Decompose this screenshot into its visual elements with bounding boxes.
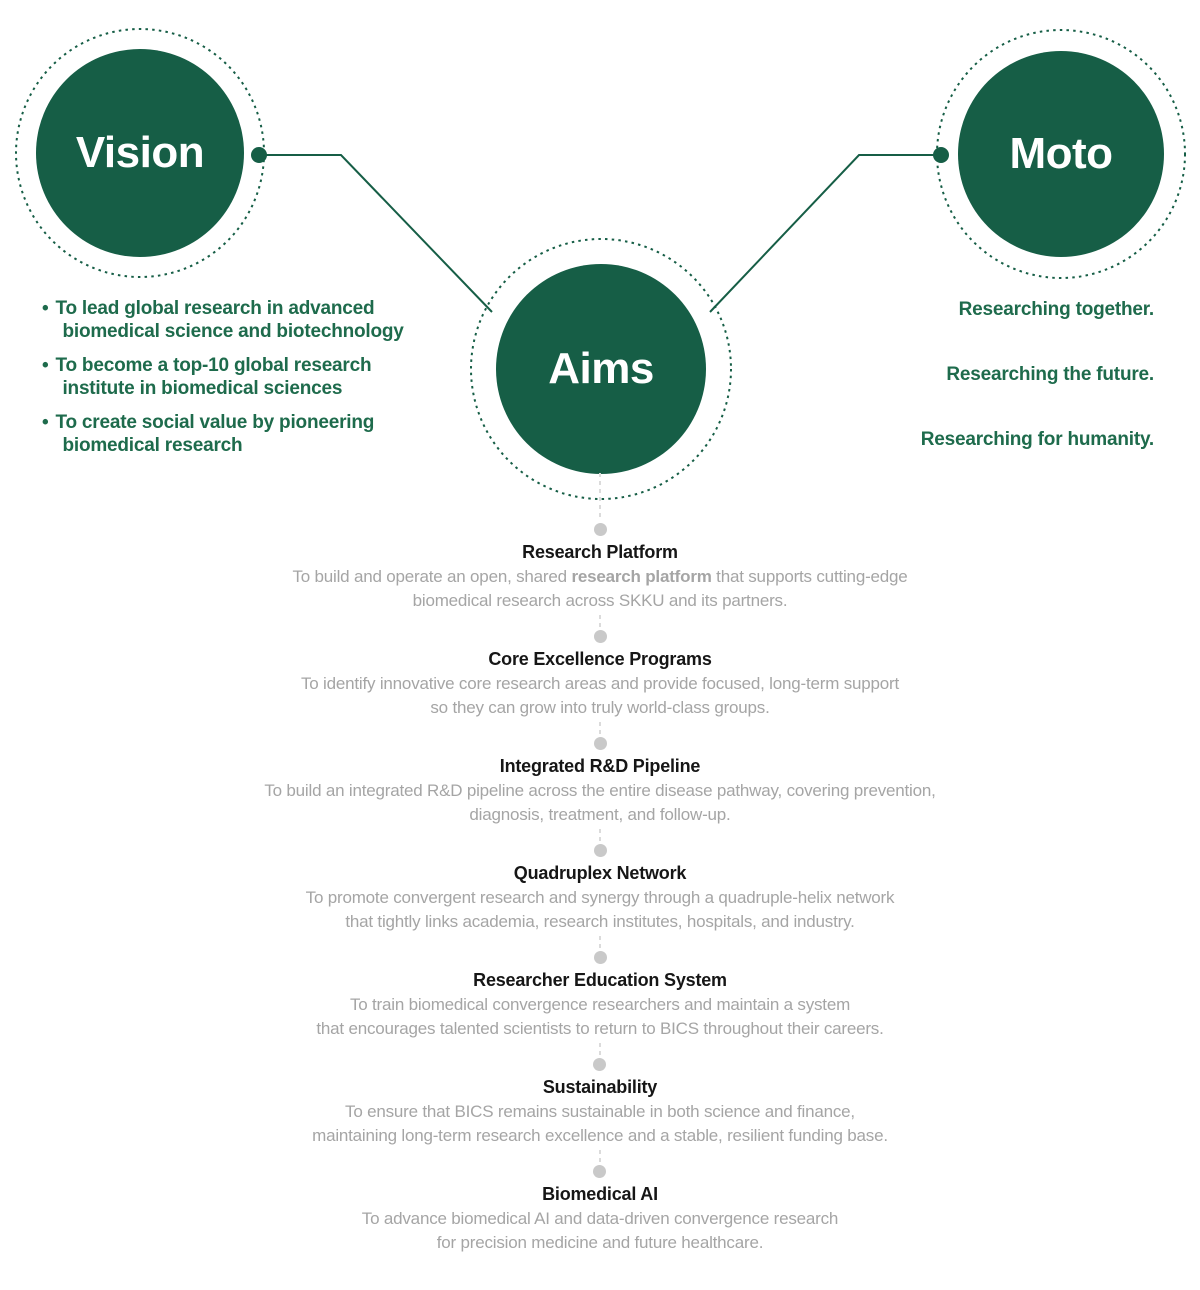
desc-segment: To build an integrated R&D pipeline acro… bbox=[264, 781, 936, 800]
section-description: To advance biomedical AI and data-driven… bbox=[361, 1207, 839, 1255]
desc-segment-bold: research platform bbox=[571, 567, 712, 586]
dashed-connector bbox=[599, 615, 601, 628]
desc-line2: diagnosis, treatment, and follow-up. bbox=[469, 805, 731, 824]
moto-connector-dot bbox=[933, 147, 949, 163]
section-title: Integrated R&D Pipeline bbox=[499, 756, 701, 776]
section-research-platform: Research Platform To build and operate a… bbox=[292, 473, 908, 613]
vision-label: Vision bbox=[75, 128, 205, 177]
dashed-connector bbox=[599, 829, 601, 842]
moto-line: Researching together. bbox=[958, 299, 1155, 320]
connector-dot bbox=[593, 844, 607, 857]
section-description: To build and operate an open, shared res… bbox=[292, 565, 907, 613]
moto-lines-list: Researching together. Researching the fu… bbox=[921, 299, 1154, 494]
desc-segment: To ensure that BICS remains sustainable … bbox=[345, 1102, 855, 1121]
bullet-icon: • bbox=[42, 412, 49, 433]
desc-line2: maintaining long-term research excellenc… bbox=[312, 1126, 888, 1145]
section-integrated-rd-pipeline: Integrated R&D Pipeline To build an inte… bbox=[264, 720, 936, 827]
section-description: To promote convergent research and syner… bbox=[306, 886, 895, 934]
desc-line2: biomedical research across SKKU and its … bbox=[412, 591, 788, 610]
moto-label: Moto bbox=[1009, 129, 1113, 178]
desc-segment: To identify innovative core research are… bbox=[300, 674, 900, 693]
vision-point-line2: biomedical science and biotechnology bbox=[62, 321, 404, 342]
vision-point-line2: biomedical research bbox=[62, 435, 243, 456]
bullet-icon: • bbox=[42, 298, 49, 319]
desc-segment: To promote convergent research and syner… bbox=[305, 888, 895, 907]
section-description: To ensure that BICS remains sustainable … bbox=[312, 1100, 888, 1148]
vision-point-line1: To lead global research in advanced bbox=[55, 298, 375, 319]
section-description: To train biomedical convergence research… bbox=[316, 993, 883, 1041]
dashed-connector bbox=[598, 1043, 601, 1056]
bullet-icon: • bbox=[42, 355, 49, 376]
section-title: Sustainability bbox=[542, 1077, 658, 1097]
dashed-connector bbox=[598, 1150, 601, 1163]
moto-aims-connector-line bbox=[709, 154, 941, 313]
connector-dot bbox=[593, 1165, 607, 1178]
desc-segment: To train biomedical convergence research… bbox=[349, 995, 851, 1014]
aims-label: Aims bbox=[548, 344, 654, 393]
section-researcher-education-system: Researcher Education System To train bio… bbox=[316, 934, 884, 1041]
section-title: Biomedical AI bbox=[542, 1184, 658, 1204]
section-sustainability: Sustainability To ensure that BICS remai… bbox=[312, 1041, 888, 1148]
vision-point-line1: To create social value by pioneering bbox=[55, 412, 375, 433]
vision-connector-dot bbox=[251, 147, 267, 163]
section-title: Research Platform bbox=[522, 542, 678, 562]
desc-line2: for precision medicine and future health… bbox=[436, 1233, 764, 1252]
desc-segment: that supports cutting-edge bbox=[711, 567, 908, 586]
connector-dot bbox=[593, 1058, 607, 1071]
connector-dot bbox=[593, 630, 607, 643]
section-quadruplex-network: Quadruplex Network To promote convergent… bbox=[306, 827, 895, 934]
connector-dot bbox=[593, 951, 607, 964]
vision-aims-connector-line bbox=[259, 154, 493, 313]
section-core-excellence-programs: Core Excellence Programs To identify inn… bbox=[301, 613, 899, 720]
dashed-connector bbox=[599, 473, 601, 521]
desc-segment: To advance biomedical AI and data-driven… bbox=[361, 1209, 839, 1228]
aims-sections-list: Research Platform To build and operate a… bbox=[0, 473, 1200, 1255]
section-description: To build an integrated R&D pipeline acro… bbox=[264, 779, 936, 827]
connector-dot bbox=[593, 523, 607, 536]
vision-point-line2: institute in biomedical sciences bbox=[62, 378, 343, 399]
section-biomedical-ai: Biomedical AI To advance biomedical AI a… bbox=[362, 1148, 838, 1255]
vision-point-line1: To become a top-10 global research bbox=[55, 355, 372, 376]
aims-circle: Aims bbox=[496, 264, 706, 474]
desc-segment: To build and operate an open, shared bbox=[292, 567, 572, 586]
dashed-connector bbox=[599, 722, 601, 735]
moto-line: Researching the future. bbox=[946, 364, 1154, 385]
desc-line2: so they can grow into truly world-class … bbox=[430, 698, 770, 717]
desc-line2: that encourages talented scientists to r… bbox=[316, 1019, 884, 1038]
moto-circle: Moto bbox=[958, 51, 1164, 257]
section-title: Core Excellence Programs bbox=[488, 649, 712, 669]
section-description: To identify innovative core research are… bbox=[301, 672, 899, 720]
connector-dot bbox=[593, 737, 607, 750]
dashed-connector bbox=[599, 936, 601, 949]
moto-line: Researching for humanity. bbox=[920, 429, 1154, 450]
section-title: Quadruplex Network bbox=[513, 863, 687, 883]
vision-circle: Vision bbox=[36, 49, 244, 257]
desc-line2: that tightly links academia, research in… bbox=[345, 912, 855, 931]
section-title: Researcher Education System bbox=[473, 970, 727, 990]
